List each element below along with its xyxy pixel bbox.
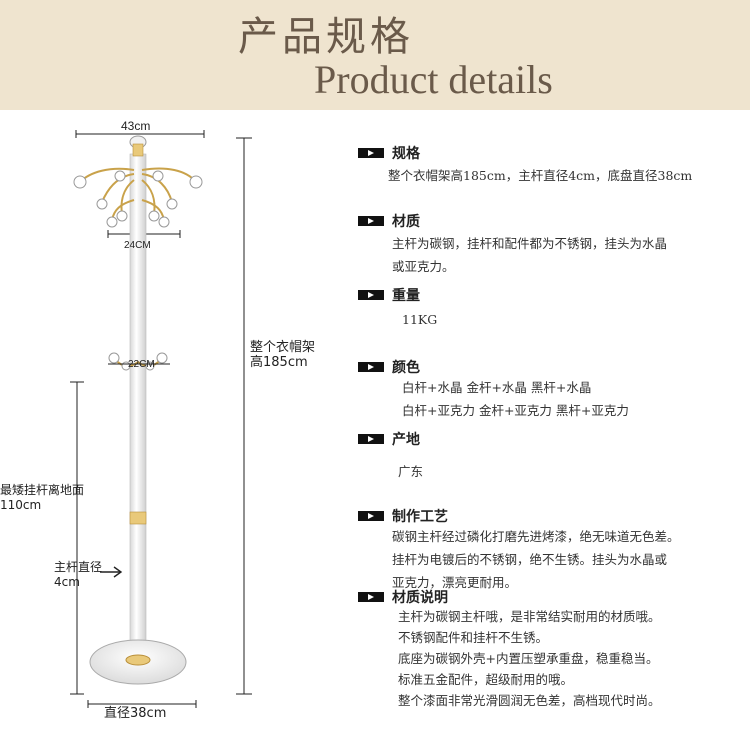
pole-joint: [129, 511, 147, 525]
spec-weight: 重量 11KG: [358, 286, 437, 331]
middle-hooks: [108, 352, 170, 371]
spec-title: 产地: [392, 432, 420, 448]
hook-width-label: 24CM: [124, 240, 151, 251]
pole-diameter-label: 主杆直径 4cm: [54, 560, 103, 589]
total-height-label: 整个衣帽架 高185cm: [250, 340, 316, 370]
spec-title: 重量: [392, 288, 420, 304]
banner-title-cn: 产品规格: [238, 14, 414, 60]
spec-description: 材质说明 主杆为碳钢主杆哦，是非常结实耐用的材质哦。 不锈钢配件和挂杆不生锈。 …: [358, 588, 661, 711]
top-width-label: 43cm: [121, 119, 151, 133]
spec-title: 材质说明: [392, 590, 448, 606]
upper-hook-heads: [73, 170, 203, 228]
spec-color: 颜色 白杆+水晶 金杆+水晶 黑杆+水晶 白杆+亚克力 金杆+亚克力 黑杆+亚克…: [358, 358, 629, 422]
lowest-hook-label: 最矮挂杆离地面 110cm: [0, 483, 85, 512]
main-pole: [129, 153, 147, 661]
section-marker-icon: [358, 511, 384, 521]
spec-title: 规格: [392, 146, 420, 162]
section-marker-icon: [358, 362, 384, 372]
spec-material: 材质 主杆为碳钢，挂杆和配件都为不锈钢，挂头为水晶 或亚克力。: [358, 212, 667, 278]
base: [89, 639, 187, 685]
mid-width-label: 22CM: [128, 359, 155, 370]
total-height-dimension: [236, 137, 252, 695]
banner-title-en: Product details: [314, 57, 553, 102]
spec-origin: 产地 广东: [358, 430, 423, 483]
base-diameter-label: 直径38cm: [104, 706, 167, 721]
spec-size: 规格 整个衣帽架高185cm，主杆直径4cm，底盘直径38cm: [358, 144, 692, 187]
section-marker-icon: [358, 216, 384, 226]
spec-title: 材质: [392, 214, 420, 230]
section-marker-icon: [358, 592, 384, 602]
spec-process: 制作工艺 碳钢主杆经过磷化打磨先进烤漆，绝无味道无色差。 挂杆为电镀后的不锈钢，…: [358, 507, 680, 594]
lowest-hook-dimension: [70, 381, 84, 695]
top-width-dimension: [75, 130, 205, 138]
spec-title: 制作工艺: [392, 509, 448, 525]
base-width-dimension: [87, 700, 197, 708]
section-marker-icon: [358, 148, 384, 158]
coat-rack-diagram: [70, 130, 252, 708]
section-marker-icon: [358, 290, 384, 300]
header-banner: 产品规格 Product details: [0, 0, 750, 110]
pole-diameter-arrow: [100, 566, 123, 578]
section-marker-icon: [358, 434, 384, 444]
spec-title: 颜色: [392, 360, 420, 376]
top-finial: [129, 135, 147, 157]
